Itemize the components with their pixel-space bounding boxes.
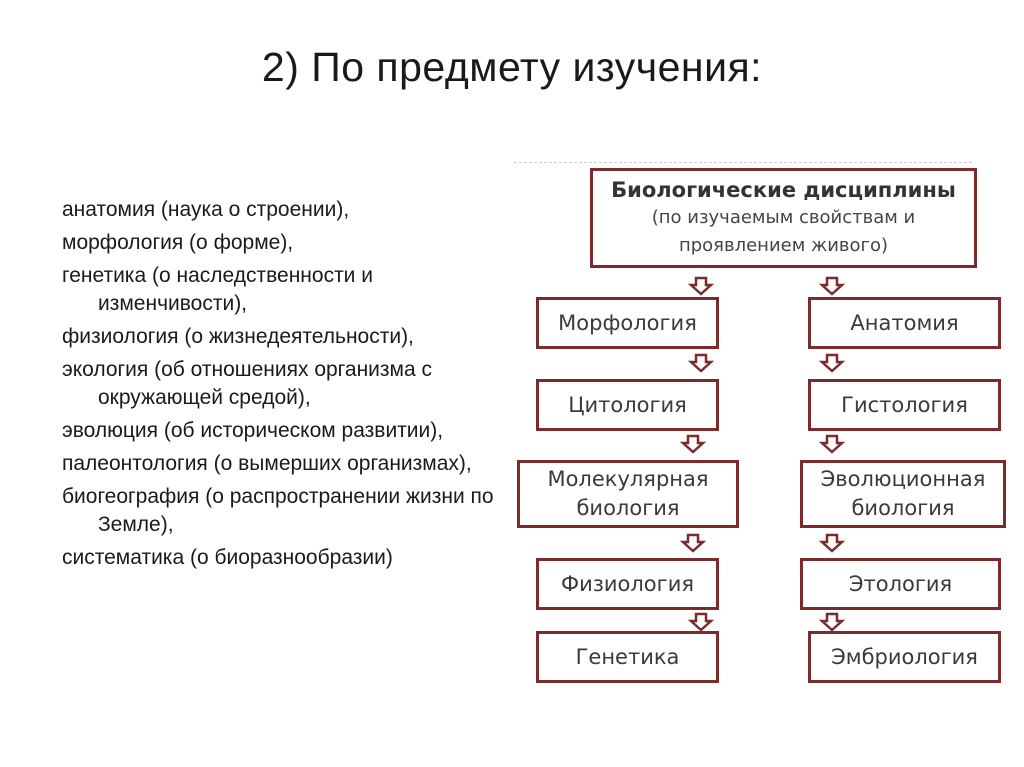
box-evolutionary-biology: Эволюционная биология [800,460,1006,528]
box-molecular-biology-label: Молекулярная биология [547,467,709,520]
diagram-header-box: Биологические дисциплины (по изучаемым с… [590,168,977,268]
list-item: биогеография (о распространении жизни по… [62,485,494,536]
box-anatomy: Анатомия [808,297,1001,349]
diagram-header-subtitle-line2: проявлением живого) [678,235,889,256]
list-item: анатомия (наука о строении), [62,198,350,221]
list-item: палеонтология (о вымерших организмах), [62,452,472,475]
box-histology: Гистология [808,379,1001,431]
box-morphology: Морфология [536,297,719,349]
box-genetics: Генетика [536,631,719,683]
page-title: 2) По предмету изучения: [261,44,763,90]
diagram-header-subtitle-line1: (по изучаемым свойствам и [651,207,916,228]
box-cytology: Цитология [536,379,719,431]
list-item: систематика (о биоразнообразии) [62,546,393,569]
divider [514,162,972,163]
box-ethology: Этология [800,558,1001,610]
box-evolutionary-biology-label: Эволюционная биология [820,467,986,520]
list-item: эволюция (об историческом развитии), [62,419,444,442]
diagram-header-title: Биологические дисциплины [611,178,956,202]
list-item: физиология (о жизнедеятельности), [62,325,414,348]
list-item: морфология (о форме), [62,231,294,254]
disciplines-list: анатомия (наука о строении), морфология … [62,196,502,577]
box-physiology: Физиология [536,558,719,610]
list-item: генетика (о наследственности и изменчиво… [62,264,373,315]
box-embryology: Эмбриология [808,631,1001,683]
list-item: экология (об отношениях организма с окру… [62,358,432,409]
box-molecular-biology: Молекулярная биология [517,460,739,528]
